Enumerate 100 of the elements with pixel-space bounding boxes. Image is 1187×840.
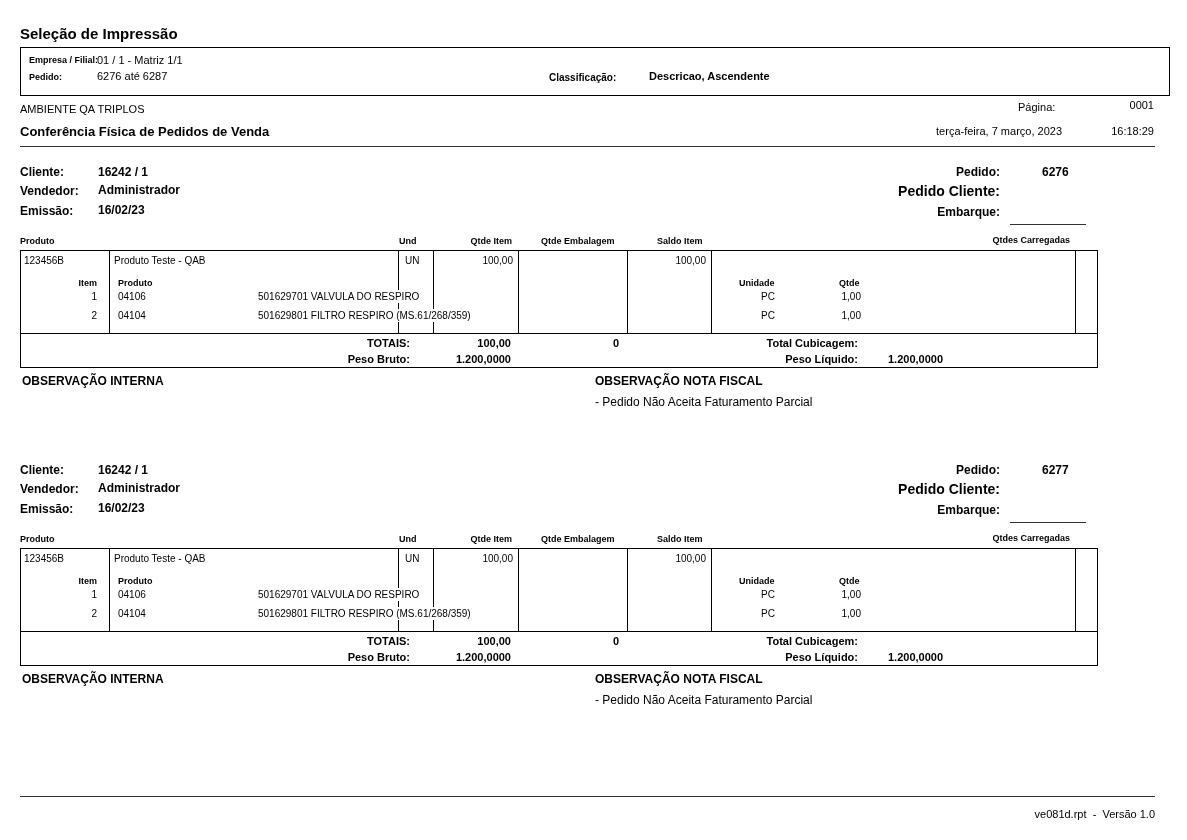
column-header: Item <box>78 277 97 289</box>
table-cell: 04104 <box>118 607 146 620</box>
table-cell: PC <box>761 607 775 620</box>
table-cell: 04106 <box>118 290 146 303</box>
table-cell: 501629701 VALVULA DO RESPIRO <box>258 588 420 601</box>
table-cell: 1 <box>91 290 97 303</box>
field-label: Pedido: <box>956 463 1000 478</box>
table-cell: 2 <box>91 607 97 620</box>
table-cell: 2 <box>91 309 97 322</box>
note: AMBIENTE QA TRIPLOS <box>20 102 145 116</box>
field-value: 16242 / 1 <box>98 463 149 478</box>
field-label: Total Cubicagem: <box>766 634 858 648</box>
note: - Pedido Não Aceita Faturamento Parcial <box>595 693 813 708</box>
field-value: 01 / 1 - Matriz 1/1 <box>97 53 183 67</box>
field-value: 1.200,0000 <box>455 352 511 366</box>
field-value: Administrador <box>98 183 180 198</box>
table-cell: 123456B <box>24 552 65 565</box>
column-header: Saldo Item <box>657 235 703 247</box>
table-cell: Produto Teste - QAB <box>114 552 206 565</box>
field-label: TOTAIS: <box>367 336 410 350</box>
product-table-row <box>20 250 1098 334</box>
field-label: Emissão: <box>20 502 74 517</box>
column-header: Und <box>399 533 417 545</box>
field-label: Vendedor: <box>20 482 79 497</box>
table-cell: PC <box>761 290 775 303</box>
table-cell: 100,00 <box>675 254 706 267</box>
field-label: Cliente: <box>20 165 64 180</box>
table-cell: 1,00 <box>841 309 861 322</box>
column-header: Produto <box>118 575 153 587</box>
table-cell: 123456B <box>24 254 65 267</box>
field-value: 16/02/23 <box>98 203 145 218</box>
table-cell: 501629801 FILTRO RESPIRO (MS.61/268/359) <box>258 309 471 322</box>
table-cell: 100,00 <box>482 552 513 565</box>
field-label: Total Cubicagem: <box>766 336 858 350</box>
table-cell: 100,00 <box>482 254 513 267</box>
totals-box <box>20 333 1098 368</box>
field-value: 1.200,0000 <box>888 352 944 366</box>
page-number: 0001 <box>1129 98 1154 112</box>
field-value: 0 <box>613 336 620 350</box>
date-text: terça-feira, 7 março, 2023 <box>936 124 1062 138</box>
table-cell: 1,00 <box>841 588 861 601</box>
column-header: Unidade <box>739 277 775 289</box>
field-value: Descricao, Ascendente <box>649 69 770 83</box>
field-label: Pedido Cliente: <box>898 481 1000 498</box>
field-label: Peso Bruto: <box>347 352 410 366</box>
column-header: Saldo Item <box>657 533 703 545</box>
column-header: Produto <box>20 235 55 247</box>
time-text: 16:18:29 <box>1111 124 1154 138</box>
field-label: Peso Bruto: <box>347 650 410 664</box>
field-value: 6276 até 6287 <box>97 69 168 83</box>
table-cell: PC <box>761 588 775 601</box>
product-table-row <box>20 548 1098 632</box>
field-value: 1.200,0000 <box>455 650 511 664</box>
selection-panel <box>20 47 1170 96</box>
table-cell: PC <box>761 309 775 322</box>
table-cell: 04106 <box>118 588 146 601</box>
table-cell: 501629801 FILTRO RESPIRO (MS.61/268/359) <box>258 607 471 620</box>
table-cell: 1,00 <box>841 290 861 303</box>
table-cell: 100,00 <box>675 552 706 565</box>
column-header: Und <box>399 235 417 247</box>
field-label: Cliente: <box>20 463 64 478</box>
column-header: Qtde <box>839 575 860 587</box>
column-header: Qtde <box>839 277 860 289</box>
field-label: Pedido: <box>956 165 1000 180</box>
field-value: 100,00 <box>477 336 511 350</box>
field-label: Embarque: <box>937 503 1000 518</box>
field-label: Classificação: <box>549 71 617 84</box>
field-label: Pedido: <box>29 71 62 83</box>
field-label: Vendedor: <box>20 184 79 199</box>
field-value: 1.200,0000 <box>888 650 944 664</box>
column-header: Unidade <box>739 575 775 587</box>
table-cell: 04104 <box>118 309 146 322</box>
table-cell: UN <box>405 254 420 267</box>
field-value: 6276 <box>1042 165 1069 180</box>
note: - Pedido Não Aceita Faturamento Parcial <box>595 395 813 410</box>
field-value: 16242 / 1 <box>98 165 149 180</box>
field-value: 0 <box>613 634 620 648</box>
field-label: Emissão: <box>20 204 74 219</box>
field-label: TOTAIS: <box>367 634 410 648</box>
field-value: 16/02/23 <box>98 501 145 516</box>
totals-box <box>20 631 1098 666</box>
table-cell: 1,00 <box>841 607 861 620</box>
table-cell: 501629701 VALVULA DO RESPIRO <box>258 290 420 303</box>
column-header: Item <box>78 575 97 587</box>
field-label: Peso Líquido: <box>785 352 858 366</box>
table-cell: Produto Teste - QAB <box>114 254 206 267</box>
field-label: Página: <box>1018 100 1056 114</box>
field-value: 6277 <box>1042 463 1069 478</box>
footer-text: ve081d.rpt - Versão 1.0 <box>1034 807 1155 821</box>
column-header: Produto <box>20 533 55 545</box>
table-cell: 1 <box>91 588 97 601</box>
page-title: Seleção de Impressão <box>20 25 178 43</box>
table-cell: UN <box>405 552 420 565</box>
field-value: 100,00 <box>477 634 511 648</box>
field-label: Pedido Cliente: <box>898 183 1000 200</box>
field-label: Embarque: <box>937 205 1000 220</box>
field-value: Administrador <box>98 481 180 496</box>
report-title: Conferência Física de Pedidos de Venda <box>20 124 270 140</box>
field-label: Peso Líquido: <box>785 650 858 664</box>
column-header: Produto <box>118 277 153 289</box>
